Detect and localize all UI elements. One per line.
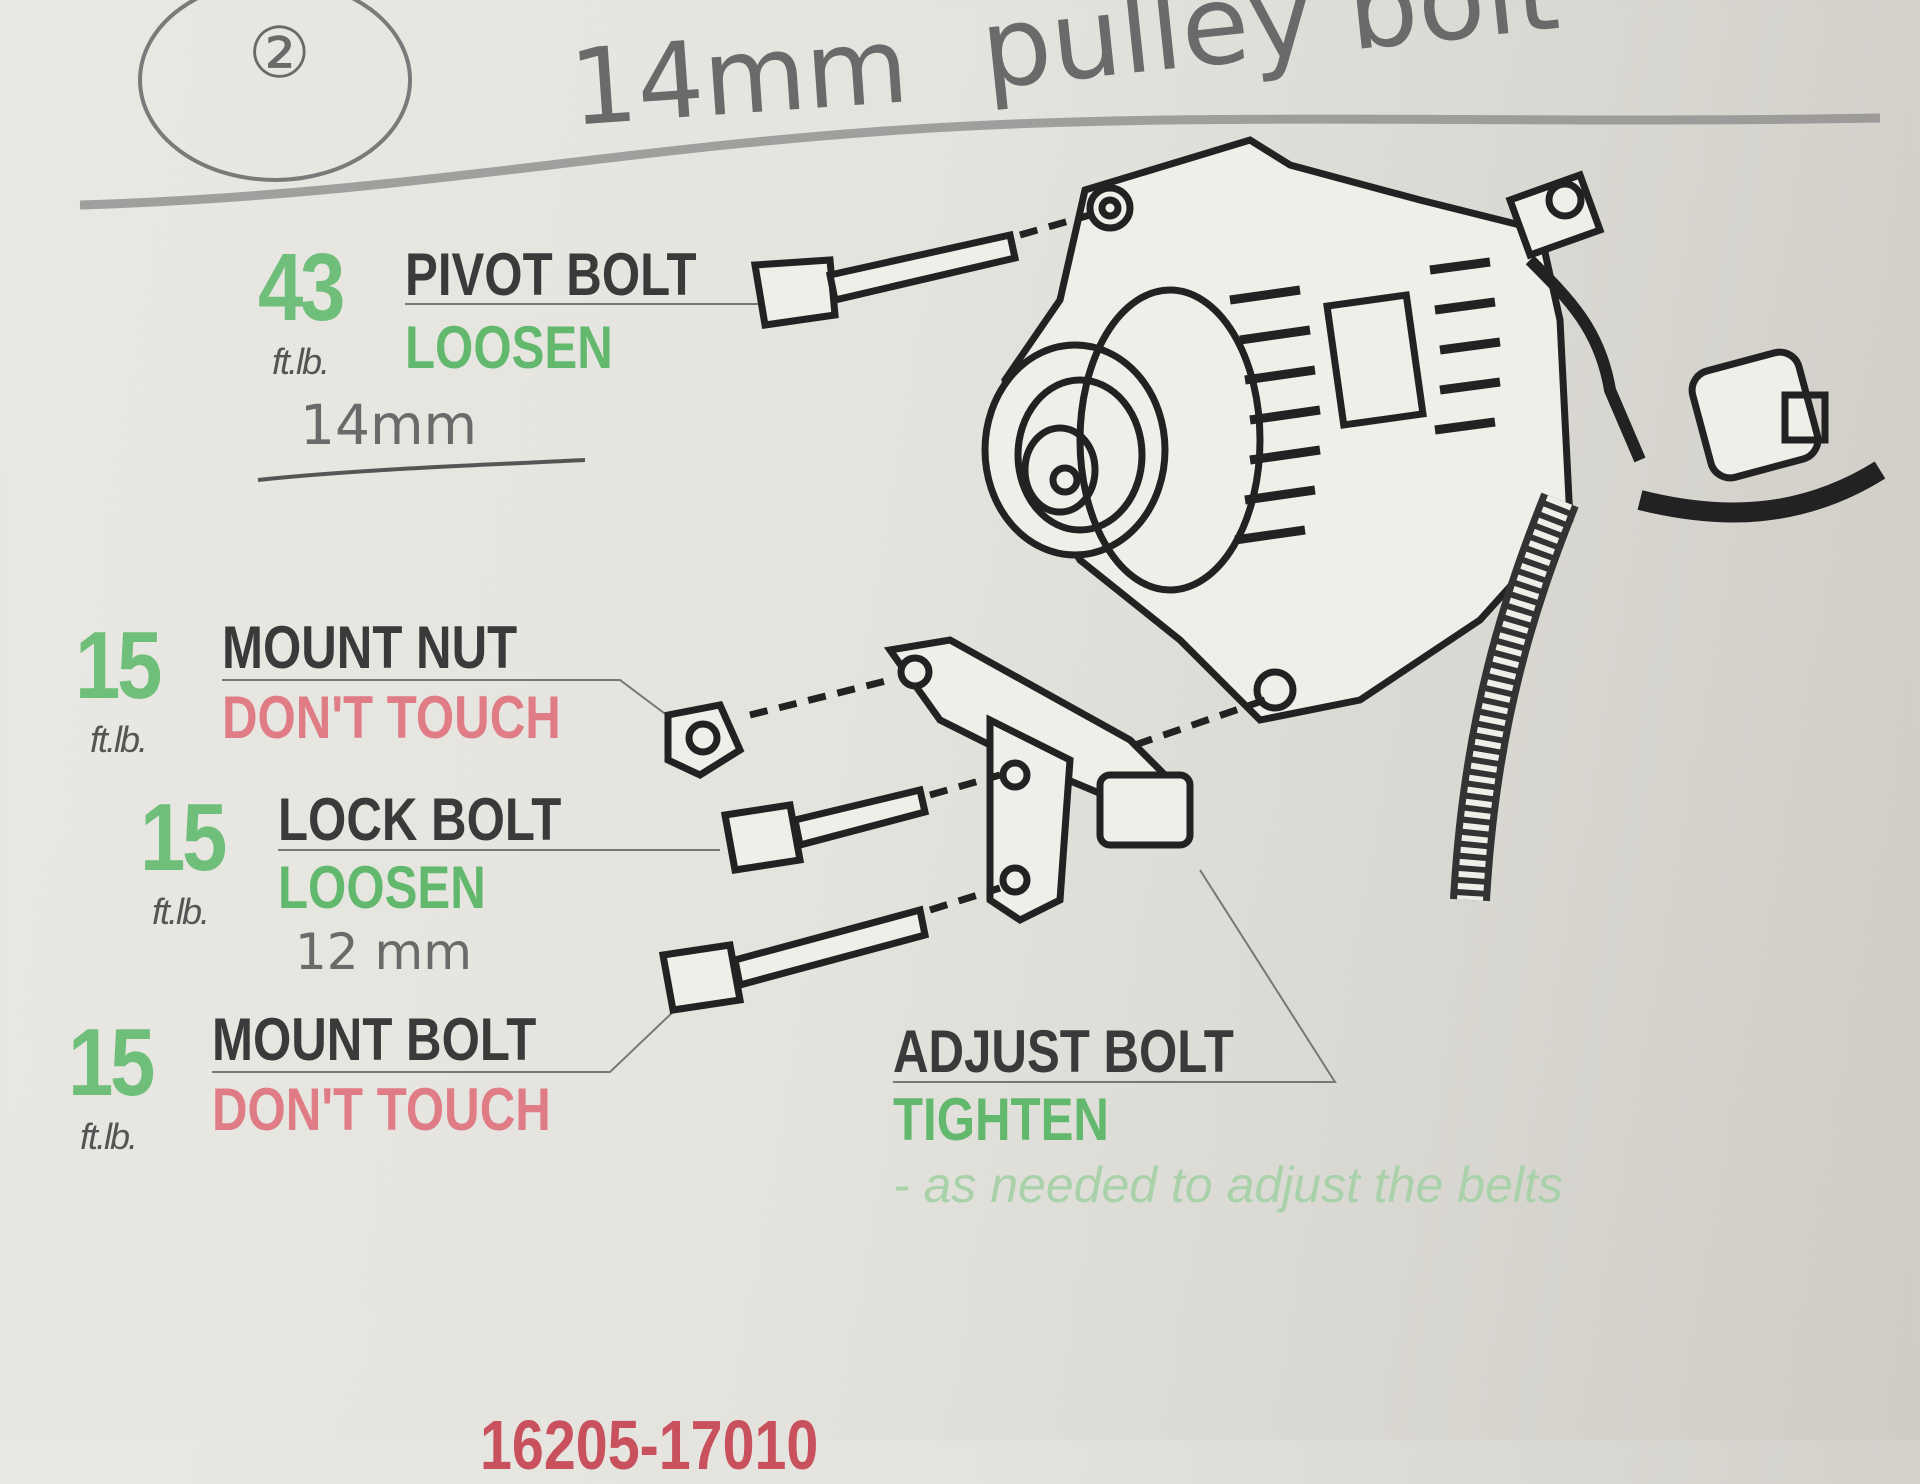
- step-circle: [138, 0, 412, 182]
- step-number: ②: [248, 12, 311, 94]
- part-number: 16205-17010: [480, 1406, 819, 1484]
- adjust-bracket: [883, 636, 1194, 925]
- action-label: DON'T TOUCH: [212, 1076, 551, 1143]
- lock-bolt-drawing: [720, 771, 1001, 874]
- pencil-divider: [79, 113, 1881, 210]
- leader-lines: [212, 303, 1337, 1083]
- torque-value: 15: [140, 784, 227, 891]
- part-label: MOUNT NUT: [222, 614, 518, 681]
- action-label: LOOSEN: [405, 314, 613, 381]
- part-label: MOUNT BOLT: [212, 1006, 537, 1073]
- part-label: PIVOT BOLT: [405, 241, 697, 308]
- torque-unit: ft.lb.: [152, 891, 210, 932]
- part-label: LOCK BOLT: [278, 786, 562, 853]
- torque-unit: ft.lb.: [90, 719, 148, 760]
- torque-value: 43: [258, 234, 345, 341]
- pencil-underline: [257, 458, 586, 482]
- alternator-body: [981, 136, 1574, 724]
- pivot-bolt-drawing: [750, 211, 1091, 329]
- torque-value: 15: [68, 1009, 155, 1116]
- handwritten-lock-note: 12 mm: [295, 923, 472, 981]
- handwritten-size: 14mm: [566, 4, 912, 150]
- wire-harness: [1450, 170, 1886, 902]
- alternator-diagram: [79, 0, 1886, 1083]
- adjust-bolt-label: ADJUST BOLT: [893, 1018, 1234, 1085]
- mount-bolt-drawing: [658, 884, 1002, 1014]
- action-label: LOOSEN: [278, 854, 486, 921]
- action-label: DON'T TOUCH: [222, 684, 561, 751]
- adjust-action-label: TIGHTEN: [893, 1086, 1109, 1153]
- torque-unit: ft.lb.: [80, 1116, 138, 1157]
- handwritten-pivot-note: 14mm: [300, 393, 478, 457]
- torque-value: 15: [75, 612, 162, 719]
- mount-nut-drawing: [664, 676, 1267, 779]
- adjust-note: - as needed to adjust the belts: [893, 1157, 1563, 1213]
- torque-unit: ft.lb.: [272, 341, 330, 382]
